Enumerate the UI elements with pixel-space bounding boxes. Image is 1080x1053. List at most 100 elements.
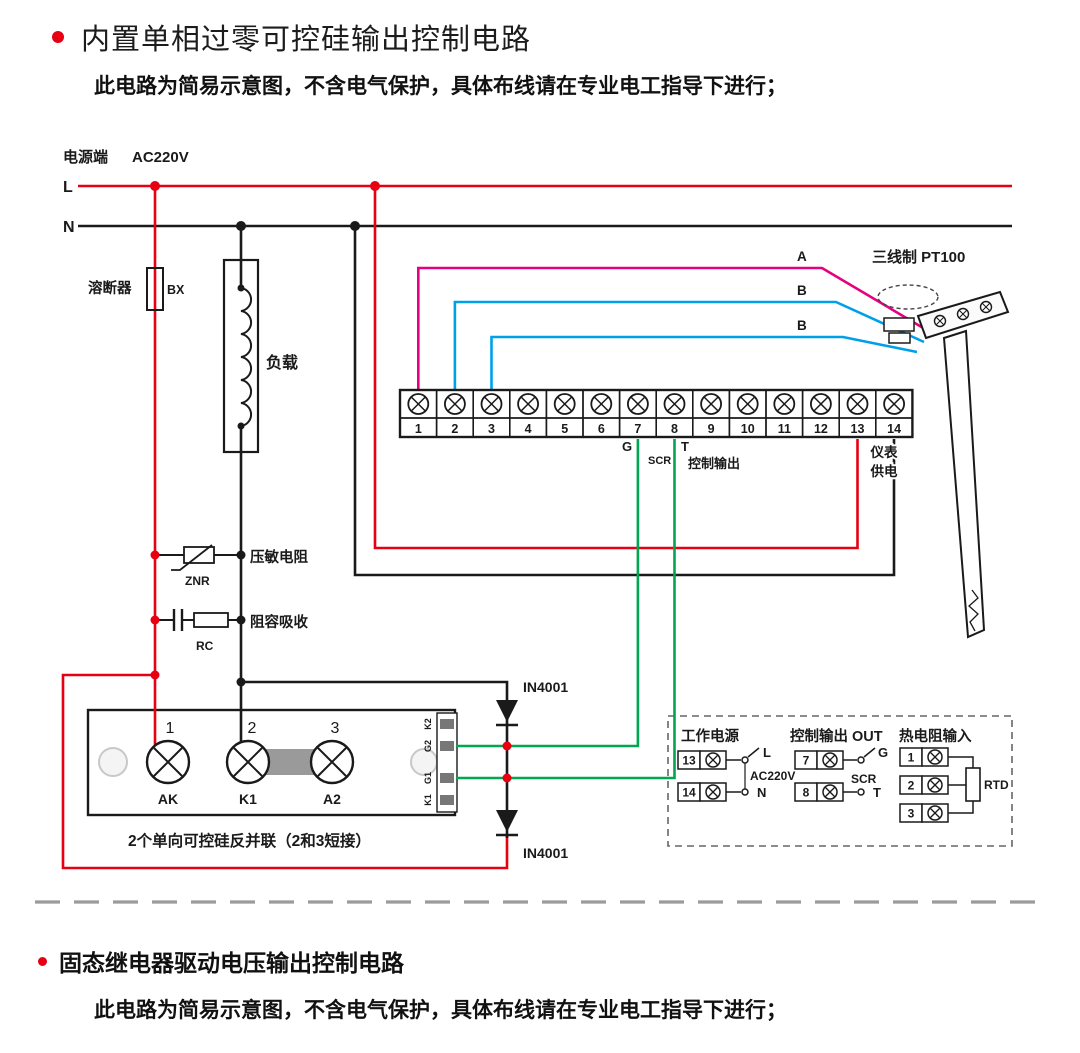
svg-text:11: 11: [778, 422, 791, 436]
gate-pad-k1: [440, 795, 454, 805]
meter-power-l-wire: [373, 186, 859, 550]
legend-rtd-label: RTD: [984, 778, 1009, 792]
l-label: L: [63, 179, 73, 196]
switch-blade-icon: [747, 747, 760, 758]
diode-bottom: IN4001: [496, 810, 568, 861]
load-label: 负载: [266, 353, 298, 372]
wire-a-label: A: [797, 249, 807, 264]
load-box: [222, 258, 260, 454]
sensor-nut-icon: [883, 317, 915, 332]
legend-wire: [948, 801, 974, 814]
module-pin-number: 3: [331, 720, 340, 737]
legend-l-label: L: [763, 745, 771, 760]
screw-icon: [590, 393, 613, 415]
switch-contact-icon: [741, 788, 749, 796]
section2-subtitle: 此电路为简易示意图，不含电气保护，具体布线请在专业电工指导下进行；: [94, 999, 787, 1022]
sensor-wire-b2: [490, 335, 918, 390]
terminal-block-border: [398, 388, 914, 439]
capacitor-gap: [174, 613, 182, 627]
wire-b2-label: B: [797, 318, 807, 333]
gate-pad-g2: [440, 741, 454, 751]
power-return-wire: [61, 673, 509, 870]
coil-icon: [240, 287, 253, 427]
sensor-screw-icon: [933, 314, 947, 328]
junction-dot: [236, 221, 246, 231]
bullet-icon: [38, 956, 47, 966]
switch-contact-icon: [741, 756, 749, 764]
diode-label: IN4001: [523, 679, 568, 695]
module-pad-label: K1: [239, 791, 257, 807]
legend-output-title: 控制输出 OUT: [790, 727, 883, 745]
meter-power-label: 仪表: [870, 444, 899, 460]
rc-snubber: 阻容吸收 RC: [155, 609, 308, 653]
svg-text:13: 13: [851, 422, 865, 436]
sensor-screw-icon: [956, 307, 970, 321]
screw-icon: [626, 393, 649, 415]
load: 负载: [222, 258, 298, 454]
gate-pad-label: G2: [423, 740, 433, 752]
switch-contact-icon: [857, 788, 865, 796]
svg-text:6: 6: [598, 422, 605, 436]
svg-text:1: 1: [908, 751, 915, 765]
n-label: N: [63, 219, 75, 236]
junction-dots: [150, 181, 512, 783]
screw-icon: [883, 393, 905, 415]
wires: [61, 184, 1012, 870]
gate-pad-label: K1: [423, 794, 433, 806]
svg-text:4: 4: [525, 422, 532, 436]
legend-n-label: N: [757, 785, 766, 800]
rc-label: 阻容吸收: [250, 613, 308, 631]
sensor-label: 三线制 PT100: [872, 248, 965, 266]
control-output-label: 控制输出: [688, 456, 740, 471]
legend-terminal-7: 7: [795, 751, 843, 769]
terminal-cell-2: 2: [435, 389, 474, 438]
meter-power-n-wire: [353, 226, 896, 577]
svg-text:3: 3: [488, 422, 495, 436]
pin-g-label: G: [622, 439, 632, 454]
terminal-cell-14: 14: [875, 389, 914, 438]
terminal-cell-10: 10: [728, 389, 767, 438]
terminal-cell-8: 8: [655, 389, 694, 438]
sensor-cap-icon: [877, 284, 939, 310]
fuse-symbol: [146, 267, 164, 311]
svg-text:3: 3: [908, 807, 915, 821]
legend-t-label: T: [873, 785, 881, 800]
legend-terminal-2: 2: [900, 776, 948, 794]
module-pad-label: AK: [158, 791, 178, 807]
legend-scr-label: SCR: [851, 772, 877, 786]
module-pin-number: 2: [248, 720, 257, 737]
rc-code: RC: [196, 639, 214, 653]
module-caption: 2个单向可控硅反并联（2和3短接）: [128, 831, 371, 850]
junction-dot: [150, 181, 160, 191]
diode-top: IN4001: [496, 679, 568, 727]
svg-text:13: 13: [682, 754, 696, 768]
svg-text:8: 8: [803, 786, 810, 800]
gate-pad-label: G1: [423, 772, 433, 784]
gate-pad-k2: [440, 719, 454, 729]
terminal-cell-3: 3: [472, 389, 511, 438]
diode-icon: [496, 700, 518, 722]
svg-text:7: 7: [803, 754, 810, 768]
legend-terminal-1: 1: [900, 748, 948, 766]
screw-icon: [480, 393, 503, 415]
resistor-icon: [193, 612, 229, 628]
module-screw-icon: [309, 739, 355, 785]
legend-g-label: G: [878, 745, 888, 760]
diode-icon: [496, 810, 518, 832]
legend-terminal-14: 14: [678, 783, 726, 801]
meter-power-label: 供电: [870, 463, 899, 479]
bullet-icon: [52, 31, 64, 43]
pin-scr-label: SCR: [648, 455, 671, 467]
legend-power-title: 工作电源: [681, 727, 739, 745]
junction-dot: [236, 677, 246, 687]
section1-subtitle: 此电路为简易示意图，不含电气保护，具体布线请在专业电工指导下进行；: [94, 75, 787, 98]
fuse-label: 溶断器: [88, 279, 132, 297]
legend-terminal-3: 3: [900, 804, 948, 822]
sensor-nut-icon: [888, 332, 911, 344]
junction-dot: [350, 221, 360, 231]
rtd-resistor-icon: [965, 767, 981, 802]
terminal-cell-5: 5: [545, 389, 584, 438]
sensor-screw-icon: [979, 300, 993, 314]
